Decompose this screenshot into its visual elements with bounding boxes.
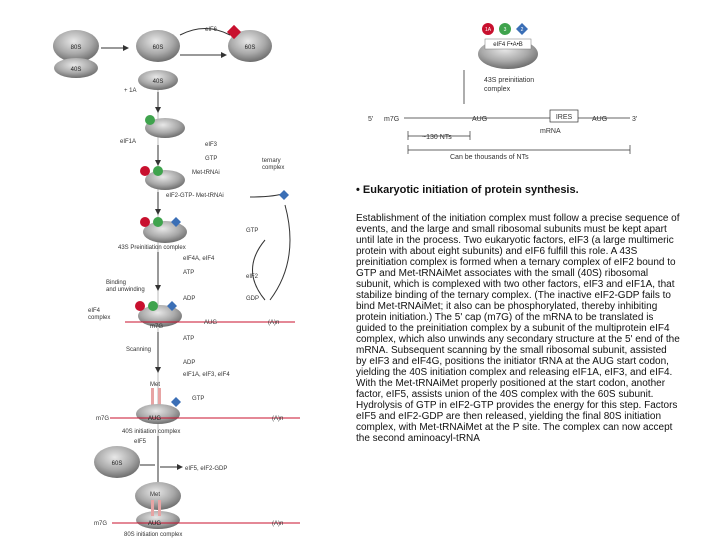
preinit-43s-label: 43S Preinitiation complex <box>118 245 186 251</box>
subunit-40s: 40S <box>138 70 178 90</box>
init-40s-label: 40S initiation complex <box>122 429 180 435</box>
subunit-60s: 60S <box>136 30 180 62</box>
eif6-arrow <box>179 28 231 36</box>
eif4-factors-label: eIF4A, eIF4 <box>183 256 215 262</box>
mrna-label: mRNA <box>540 128 561 135</box>
m7g-mid-label: m7G <box>150 324 163 330</box>
met-label: Met <box>150 382 160 388</box>
eif3-label: eIF3 <box>205 142 218 148</box>
gtp-label: GTP <box>205 156 217 162</box>
svg-text:40S: 40S <box>71 67 82 73</box>
svg-text:80S: 80S <box>71 45 82 51</box>
eif6-label: eIF6 <box>205 27 218 33</box>
incoming-60s-subunit: 60S <box>94 446 140 478</box>
polya-lower-label: (A)n <box>272 416 283 422</box>
factor-2-badge: 2 <box>521 27 524 33</box>
atp-label: ATP <box>183 270 194 276</box>
svg-text:60S: 60S <box>112 461 123 467</box>
40s-1a-3-complex <box>140 166 185 190</box>
svg-text:60S: 60S <box>153 45 164 51</box>
m7g-final-label: m7G <box>94 521 107 527</box>
polya-final-label: (A)n <box>272 521 283 527</box>
translation-initiation-pathway-figure: 80S 40S 60S 60S eIF6 40S + 1A eIF1A eIF3… <box>53 24 300 538</box>
thousands-nts-label: Can be thousands of NTs <box>450 154 529 161</box>
slide-heading: • Eukaryotic initiation of protein synth… <box>356 184 579 196</box>
eif5-label: eIF5 <box>134 439 147 445</box>
gdp-side-label: GDP <box>246 296 259 302</box>
eif5-eif2gdp-label: eIF5, eIF2-GDP <box>185 466 227 472</box>
eif2-marker <box>279 190 289 200</box>
factor-1a-badge: 1A <box>485 27 492 33</box>
ires-label: IRES <box>556 114 573 121</box>
m7g-top-label: m7G <box>384 116 399 123</box>
three-prime-label: 3' <box>632 116 637 123</box>
aug-b-label: AUG <box>592 116 607 123</box>
polya-mid-label: (A)n <box>268 320 279 326</box>
gtp-side-label: GTP <box>246 228 258 234</box>
svg-text:40S: 40S <box>153 79 164 85</box>
subunit-60s-eif6: 60S <box>226 24 272 62</box>
eif1a-label: eIF1A <box>120 139 136 145</box>
plus-1a-label: + 1A <box>124 88 137 94</box>
met-label-final: Met <box>150 492 160 498</box>
43s-ribosome-top: eIF4 F•A•B <box>478 38 538 69</box>
aug-final-label: AUG <box>148 521 161 527</box>
met-trna-label: Met-tRNAi <box>192 170 220 176</box>
factor-3-badge: 3 <box>504 27 507 33</box>
80s-initiation-complex <box>135 482 181 529</box>
40s-initiation-complex-ribosome <box>136 397 181 424</box>
explanation-paragraph: Establishment of the initiation complex … <box>356 213 680 444</box>
ribosome-80s: 80S 40S <box>53 30 99 78</box>
aug-a-label: AUG <box>472 116 487 123</box>
adp-label-2: ADP <box>183 360 195 366</box>
m7g-lower-label: m7G <box>96 416 109 422</box>
eif2-side-label: eIF2 <box>246 274 259 280</box>
adp-label: ADP <box>183 296 195 302</box>
svg-text:60S: 60S <box>245 45 256 51</box>
atp-label-2: ATP <box>183 336 194 342</box>
aug-mid-label: AUG <box>204 320 217 326</box>
scanning-label: Scanning <box>126 347 151 353</box>
five-prime-label: 5' <box>368 116 373 123</box>
aug-lower-label: AUG <box>148 416 161 422</box>
43s-preinitiation-complex <box>140 217 187 243</box>
release-factors-label: eIF1A, eIF3, eIF4 <box>183 372 230 378</box>
init-80s-label: 80S initiation complex <box>124 532 182 538</box>
nts-130-label: ~130 NTs <box>422 134 452 141</box>
eif2-gtp-met-label: eIF2-GTP- Met-tRNAi <box>166 193 224 199</box>
eif4fab-label: eIF4 F•A•B <box>493 42 523 48</box>
40s-eif3-complex <box>145 115 185 138</box>
gtp-label-3: GTP <box>192 396 204 402</box>
